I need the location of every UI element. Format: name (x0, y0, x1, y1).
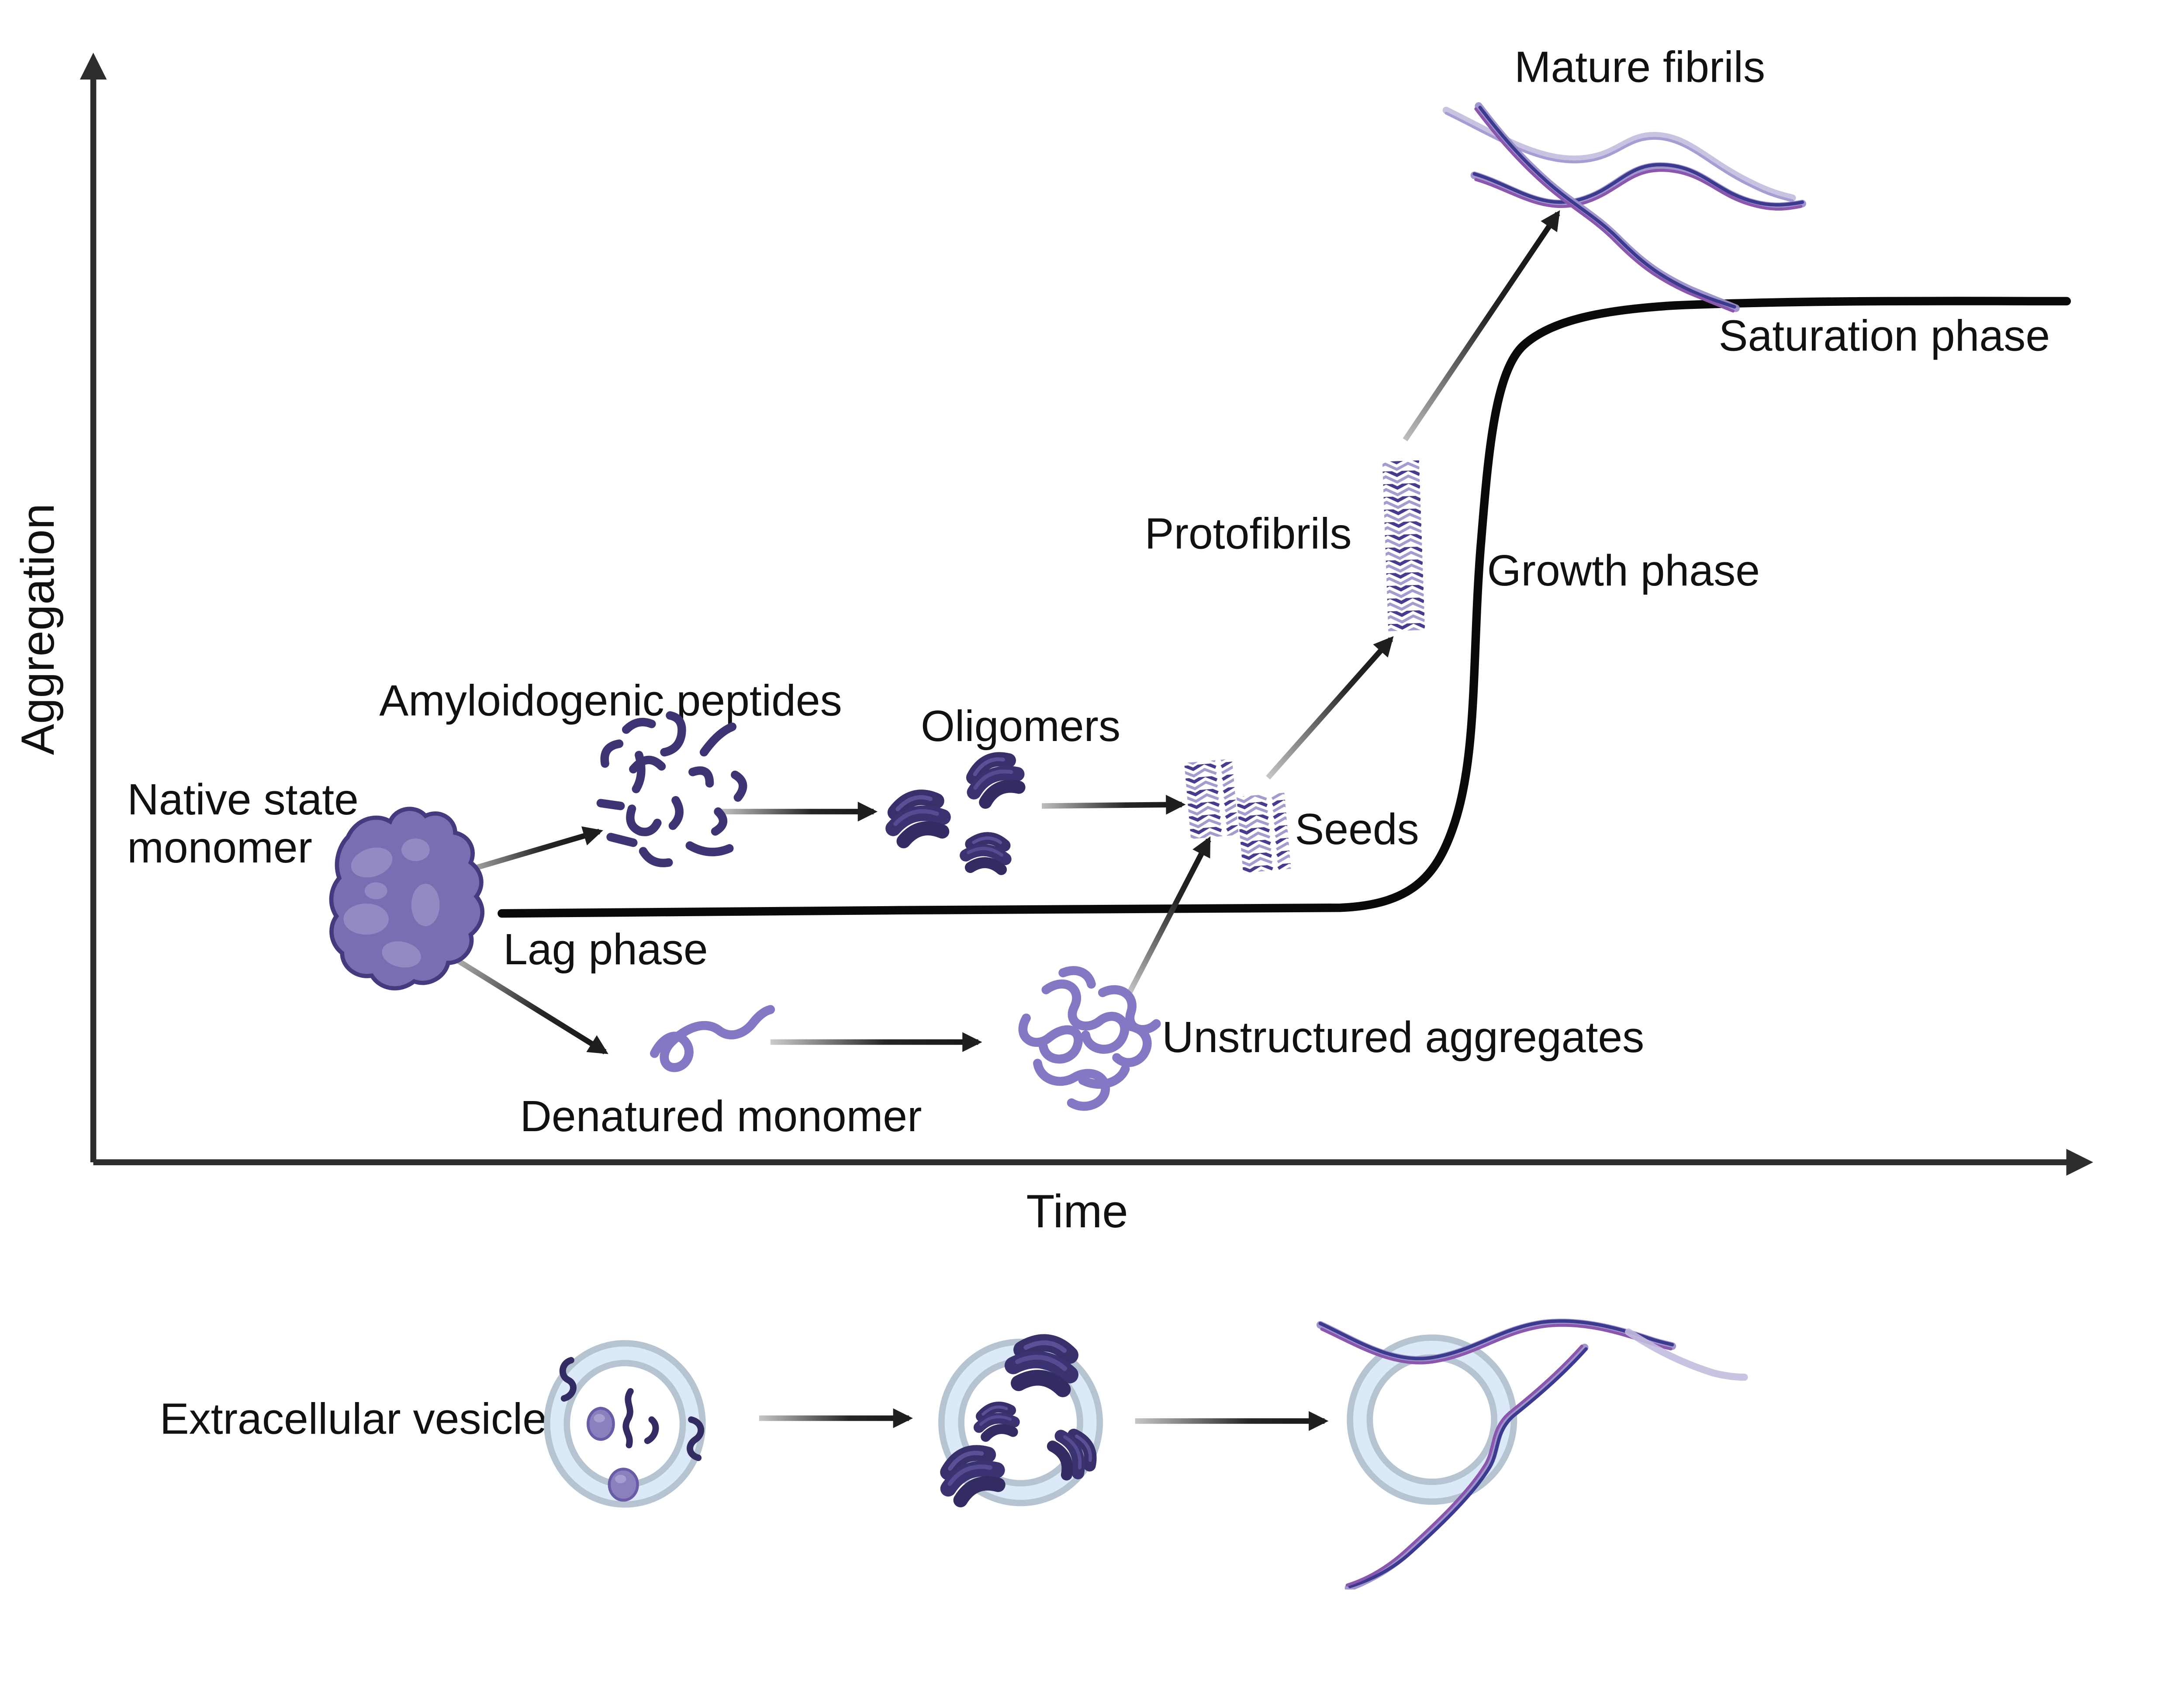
denatured-monomer-label: Denatured monomer (520, 1092, 922, 1141)
saturation-phase-label: Saturation phase (1719, 312, 2050, 360)
seeds-label: Seeds (1295, 805, 1419, 854)
fibril-strand-light (1442, 107, 1796, 202)
fibril-down-right (1344, 1344, 1589, 1590)
vesicle-3-fibrils (1316, 1319, 1748, 1590)
arrow-oligomers-to-seeds (1042, 795, 1186, 815)
peptide-outside-top (559, 1357, 577, 1402)
vesicle-1 (544, 1340, 706, 1508)
mature-fibrils-label: Mature fibrils (1514, 43, 1765, 92)
unstructured-aggregates-illustration (1018, 966, 1161, 1111)
denatured-monomer-illustration (650, 1005, 775, 1072)
oligomers-illustration (889, 754, 1023, 873)
arrow-seeds-to-protofibrils (1266, 636, 1394, 780)
lag-phase-label: Lag phase (503, 925, 708, 974)
arrow-protofibrils-to-fibrils (1403, 210, 1560, 442)
fibril-across-top (1316, 1319, 1676, 1364)
seeds-illustration (1184, 758, 1291, 873)
mature-fibrils-illustration (1442, 102, 1806, 313)
fibril-strand-mid (1470, 162, 1806, 211)
growth-phase-label: Growth phase (1487, 546, 1760, 595)
aggregation-kinetics-figure: Aggregation Time Lag phase Growth phase … (11, 42, 2094, 1590)
vesicle-2 (940, 1336, 1103, 1503)
arrow-monomer-to-peptides (454, 826, 603, 877)
protofibrils-label: Protofibrils (1145, 509, 1352, 558)
native-monomer-illustration (329, 807, 484, 990)
native-monomer-texture (343, 838, 440, 968)
amyloidogenic-peptides-illustration (596, 711, 747, 867)
fibril-strand-diagonal (1474, 102, 1740, 313)
unstructured-aggregates-label: Unstructured aggregates (1162, 1013, 1644, 1062)
oligomers-label: Oligomers (921, 702, 1120, 751)
peptide-outside-right (687, 1416, 705, 1461)
flow-arrows (439, 210, 1560, 1055)
native-state-label-line1: Native state (127, 775, 359, 824)
y-axis-label: Aggregation (11, 503, 64, 755)
arrow-aggregates-to-seeds (1125, 836, 1211, 997)
fibril-faint-tail (1625, 1328, 1748, 1381)
vesicle-3 (1316, 1319, 1748, 1590)
vesicle-1-contents (559, 1357, 705, 1502)
protofibril-illustration (1382, 460, 1425, 631)
native-state-label-line2: monomer (127, 823, 312, 872)
x-axis-label: Time (1026, 1185, 1128, 1237)
extracellular-vesicle-label: Extracellular vesicle (160, 1395, 547, 1444)
sigmoid-curve (498, 297, 2071, 918)
arrow-monomer-to-denatured (439, 948, 608, 1055)
amyloidogenic-peptides-label: Amyloidogenic peptides (379, 676, 842, 725)
